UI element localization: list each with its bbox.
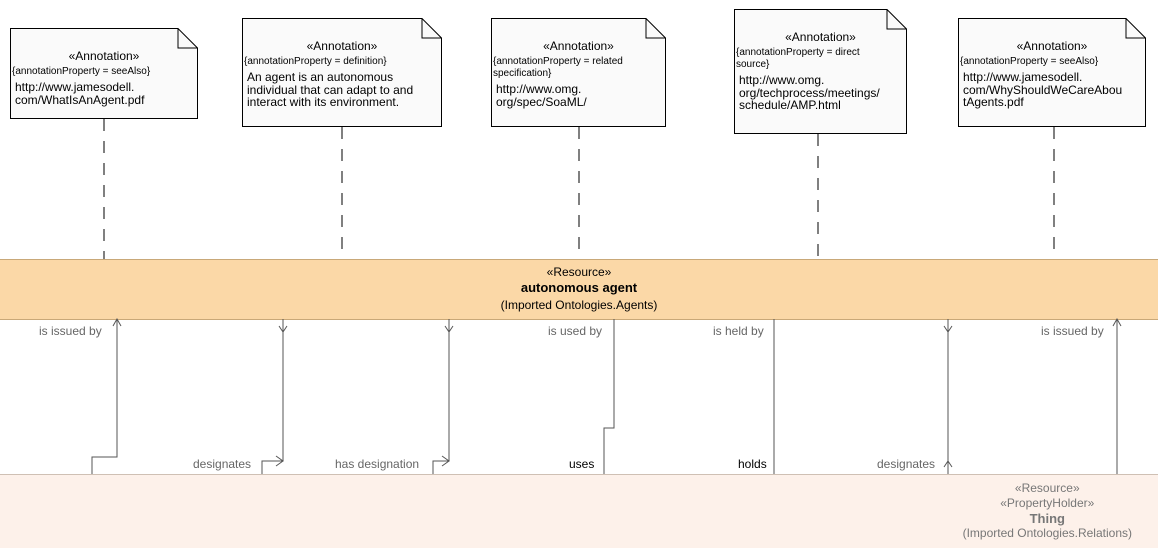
arrowhead-x-icon	[943, 325, 953, 333]
label-is-issued-by-2: is issued by	[1041, 324, 1104, 338]
annotation-note-see-also-2[interactable]: «Annotation» {annotationProperty = seeAl…	[958, 18, 1146, 127]
thing-package: (Imported Ontologies.Relations)	[962, 526, 1132, 540]
annotation-stereotype: «Annotation»	[1016, 39, 1088, 53]
autonomous-agent-class[interactable]: «Resource» autonomous agent (Imported On…	[0, 259, 1158, 320]
annotation-text-line: http://www.omg.	[739, 73, 825, 87]
label-is-used-by: is used by	[548, 324, 603, 338]
annotation-text-line: org/techprocess/meetings/	[739, 85, 880, 100]
arrowhead-right-icon	[275, 455, 284, 467]
annotation-note-definition[interactable]: «Annotation» {annotationProperty = defin…	[242, 18, 442, 127]
note-shape	[491, 18, 666, 127]
annotation-stereotype: «Annotation»	[68, 49, 140, 63]
label-designates-1: designates	[193, 457, 252, 471]
annotation-text-line: com/WhyShouldWeCareAbou	[963, 82, 1123, 97]
annotation-property: {annotationProperty = definition}	[244, 56, 387, 67]
annotation-text-line: org/spec/SoaML/	[496, 94, 587, 109]
annotation-text-line: tAgents.pdf	[963, 95, 1024, 109]
annotation-text-line: com/WhatIsAnAgent.pdf	[15, 92, 145, 107]
has-designation-connector	[432, 319, 450, 474]
thing-class-label: «Resource» «PropertyHolder» Thing (Impor…	[963, 481, 1132, 541]
label-has-designation: has designation	[335, 457, 420, 471]
annotation-text-line: An agent is an autonomous	[247, 70, 394, 84]
note-shape	[10, 28, 198, 119]
issued-by-connector-1	[91, 319, 118, 474]
arrowhead-up-icon	[1112, 317, 1122, 327]
annotation-text-line: http://www.jamesodell.	[963, 70, 1083, 84]
label-designates-2: designates	[877, 457, 936, 471]
annotation-stereotype: «Annotation»	[785, 30, 856, 44]
annotation-text-line: individual that can adapt to and	[247, 82, 414, 97]
thing-stereotype-resource: «Resource»	[1014, 481, 1080, 495]
annotation-text-line: http://www.jamesodell.	[15, 80, 135, 94]
annotation-property: {annotationProperty = seeAlso}	[960, 56, 1099, 67]
annotation-stereotype: «Annotation»	[306, 39, 378, 53]
agent-package: (Imported Ontologies.Agents)	[500, 298, 658, 312]
annotation-note-direct-source[interactable]: «Annotation» {annotationProperty = direc…	[734, 9, 907, 134]
arrowhead-x-icon	[278, 325, 288, 333]
thing-stereotype-property-holder: «PropertyHolder»	[1000, 496, 1095, 510]
annotation-stereotype: «Annotation»	[543, 39, 614, 53]
note-shape	[958, 18, 1146, 127]
thing-name: Thing	[1029, 511, 1065, 526]
annotation-property-line: {annotationProperty = related	[493, 56, 623, 67]
agent-stereotype: «Resource»	[546, 265, 612, 279]
annotation-text-line: interact with its environment.	[247, 95, 400, 109]
arrowhead-up-icon	[943, 460, 953, 468]
annotation-property-line: specification}	[493, 68, 552, 79]
thing-class[interactable]	[0, 474, 1158, 548]
annotation-property: {annotationProperty = seeAlso}	[12, 66, 151, 77]
annotation-text-line: http://www.omg.	[496, 82, 582, 96]
designates-connector-1	[261, 319, 284, 474]
arrowhead-right-icon	[441, 455, 450, 467]
annotation-text-line: schedule/AMP.html	[739, 98, 841, 112]
label-is-held-by: is held by	[713, 324, 764, 338]
label-uses: uses	[569, 457, 595, 471]
annotation-note-related-specification[interactable]: «Annotation» {annotationProperty = relat…	[491, 18, 666, 127]
label-holds: holds	[738, 457, 767, 471]
agent-name: autonomous agent	[520, 280, 638, 295]
note-shape	[734, 9, 907, 134]
arrowhead-x-icon	[444, 325, 454, 333]
annotation-property-line: source}	[736, 59, 770, 70]
label-is-issued-by-1: is issued by	[39, 324, 102, 338]
note-shape	[242, 18, 442, 127]
annotation-property-line: {annotationProperty = direct	[736, 47, 860, 58]
uses-connector	[603, 319, 615, 474]
annotation-note-see-also-1[interactable]: «Annotation» {annotationProperty = seeAl…	[10, 28, 198, 119]
arrowhead-up-icon	[112, 317, 122, 327]
